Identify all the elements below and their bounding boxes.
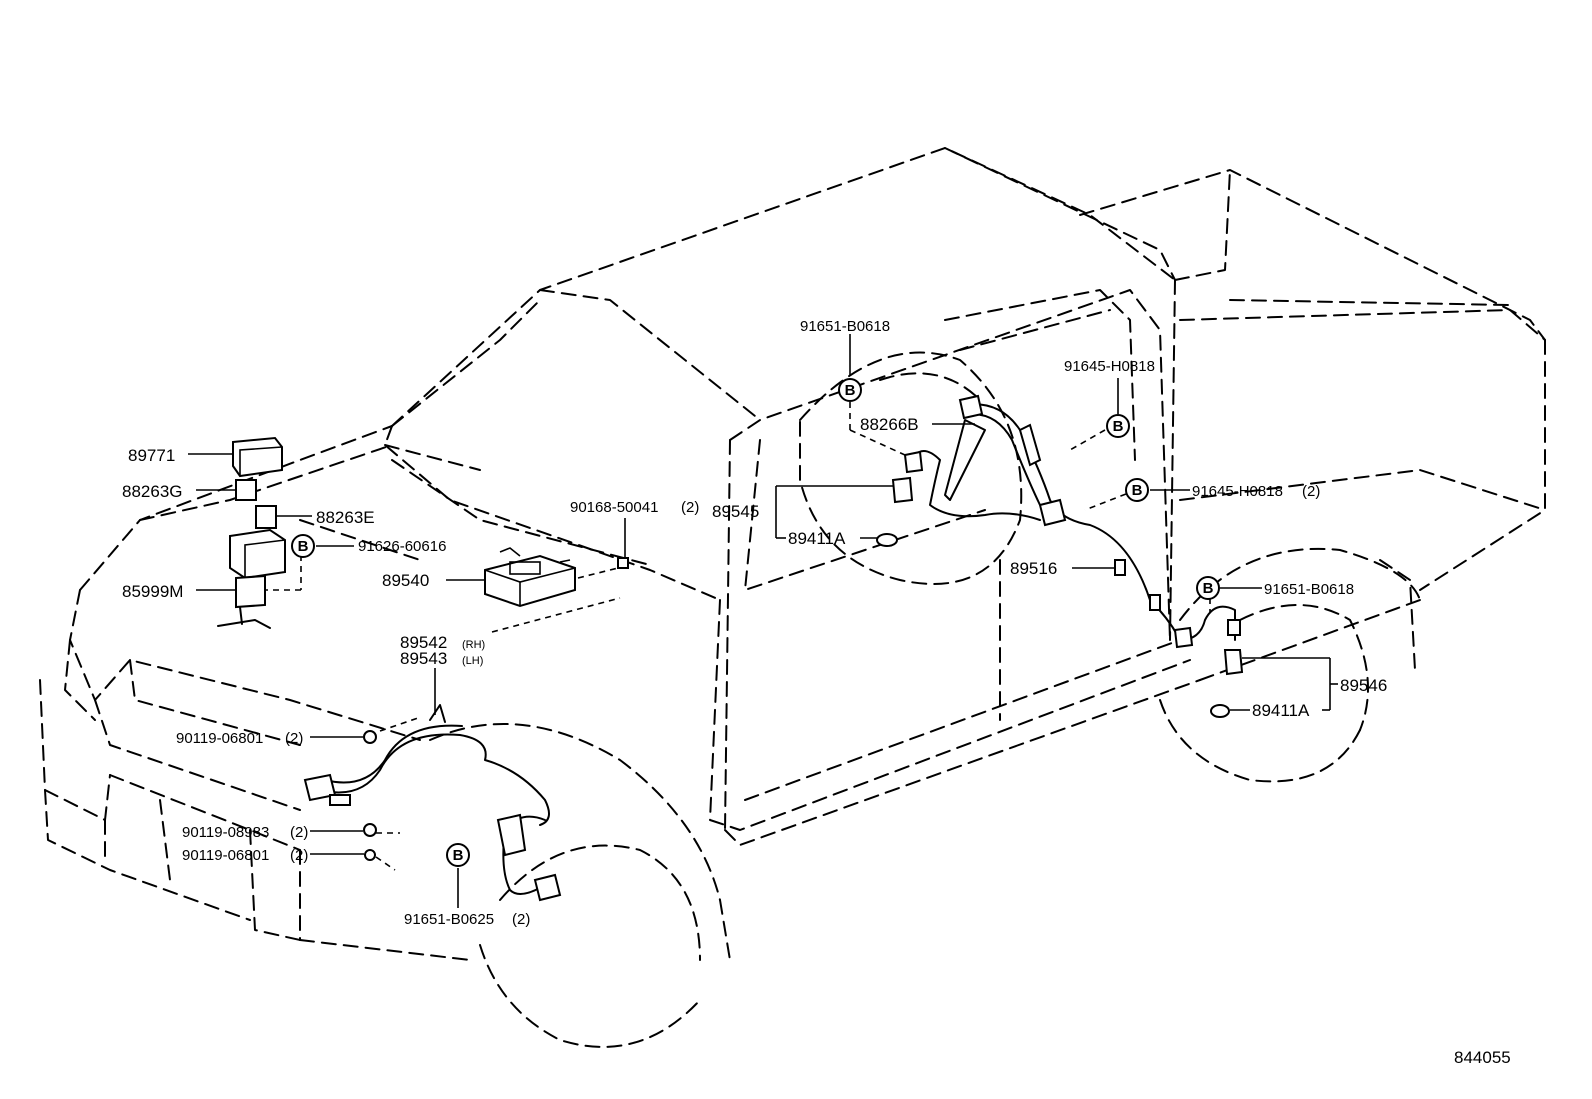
svg-text:B: B	[845, 382, 856, 399]
badge-b-91645-H0818-mid: B	[1125, 478, 1149, 502]
truck-outline	[39, 147, 1546, 1048]
label-90168-qty: (2)	[681, 499, 699, 516]
svg-text:B: B	[1113, 418, 1124, 435]
diagram-code: 844055	[1454, 1048, 1511, 1067]
label-90119-08983-qty: (2)	[290, 824, 308, 841]
label-89546: 89546	[1340, 676, 1387, 695]
bolt-90119	[363, 730, 377, 861]
label-89542: 89542	[400, 633, 447, 652]
label-91645-H0818-top: 91645-H0818	[1064, 358, 1155, 375]
label-90119-06801-a: 90119-06801	[176, 730, 263, 747]
label-90119-06801-a-qty: (2)	[285, 730, 303, 747]
label-91645-H0818-mid-qty: (2)	[1302, 483, 1320, 500]
svg-text:B: B	[1132, 482, 1143, 499]
abs-ecu-89540	[484, 547, 576, 608]
svg-text:B: B	[453, 847, 464, 864]
label-89543-side: (LH)	[462, 655, 483, 667]
label-88263G: 88263G	[122, 482, 183, 501]
relay-88263E	[255, 505, 277, 529]
label-89516: 89516	[1010, 559, 1057, 578]
label-89540: 89540	[382, 571, 429, 590]
label-85999M: 85999M	[122, 582, 183, 601]
relay-block-85999M	[217, 528, 286, 629]
label-89542-side: (RH)	[462, 639, 485, 651]
label-88263E: 88263E	[316, 508, 375, 527]
leader-lines	[188, 334, 1338, 908]
label-89411A-left: 89411A	[788, 529, 846, 548]
badge-b-91626: B	[291, 534, 315, 558]
relay-88263G	[235, 479, 257, 501]
label-91651-B0625-qty: (2)	[512, 911, 530, 928]
label-89545: 89545	[712, 502, 759, 521]
label-91651-B0618-top: 91651-B0618	[800, 318, 890, 335]
abs-harness-front	[303, 704, 562, 902]
label-90119-06801-b: 90119-06801	[182, 847, 269, 864]
label-89543: 89543	[400, 649, 447, 668]
label-90119-06801-b-qty: (2)	[290, 847, 308, 864]
label-91651-B0625: 91651-B0625	[404, 911, 494, 928]
label-89411A-right: 89411A	[1252, 701, 1310, 720]
svg-text:B: B	[298, 538, 309, 555]
label-88266B: 88266B	[860, 415, 919, 434]
sensor-rotor-89411A	[876, 533, 1230, 718]
relay-cover-89771	[232, 436, 283, 478]
bolt-90168	[617, 557, 629, 569]
abs-harness-rear	[891, 394, 1244, 676]
label-91645-H0818-mid: 91645-H0818	[1192, 483, 1283, 500]
badge-b-91651-B0618-right: B	[1196, 576, 1220, 600]
badge-b-91645-H0818-top: B	[1106, 414, 1130, 438]
badge-b-91651-B0625: B	[446, 843, 470, 867]
label-90168-50041: 90168-50041	[570, 499, 658, 516]
svg-text:B: B	[1203, 580, 1214, 597]
label-91626-60616: 91626-60616	[358, 538, 446, 555]
label-90119-08983: 90119-08983	[182, 824, 269, 841]
badge-b-91651-B0618-top: B	[838, 378, 862, 402]
label-91651-B0618-right: 91651-B0618	[1264, 581, 1354, 598]
label-89771: 89771	[128, 446, 175, 465]
